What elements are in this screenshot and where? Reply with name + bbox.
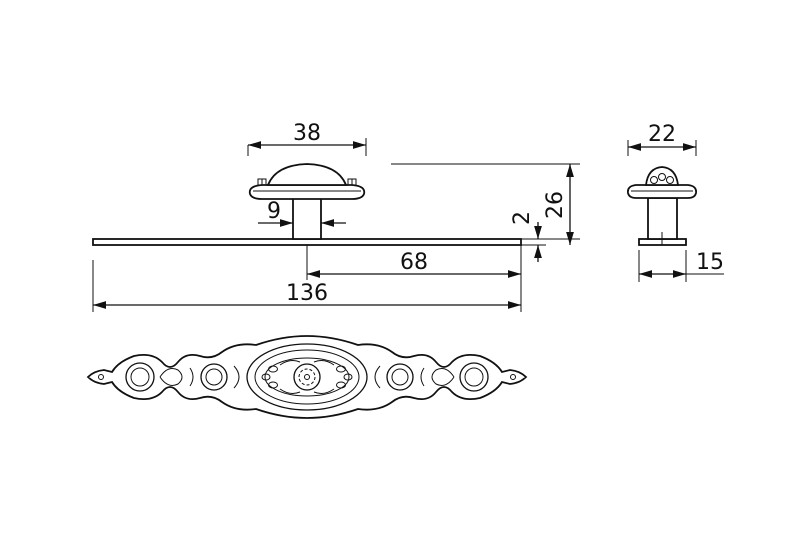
dimension-heights: 26 2 xyxy=(391,163,580,262)
dimension-side-width: 22 xyxy=(627,122,697,156)
dimension-overall-length: 136 xyxy=(92,260,521,312)
front-view xyxy=(92,163,522,246)
knob-base xyxy=(248,184,366,200)
side-view xyxy=(627,166,697,246)
dim-label-9: 9 xyxy=(267,199,281,224)
dim-label-22: 22 xyxy=(648,122,676,147)
dim-label-38: 38 xyxy=(293,121,321,146)
dimension-half-length: 68 xyxy=(306,245,522,312)
dim-label-2: 2 xyxy=(510,211,535,225)
dim-label-15: 15 xyxy=(696,250,724,275)
knob-dome xyxy=(266,163,348,186)
dimension-stem-width: 9 xyxy=(258,199,346,227)
side-knob-top xyxy=(644,166,680,186)
stem xyxy=(292,197,322,240)
dim-label-68: 68 xyxy=(400,250,428,275)
backplate-outline xyxy=(86,335,528,419)
dim-label-136: 136 xyxy=(286,281,328,306)
dimension-knob-width: 38 xyxy=(247,121,367,156)
dim-label-26: 26 xyxy=(543,191,568,219)
plan-view xyxy=(86,335,528,419)
dimension-side-depth: 15 xyxy=(638,250,724,282)
